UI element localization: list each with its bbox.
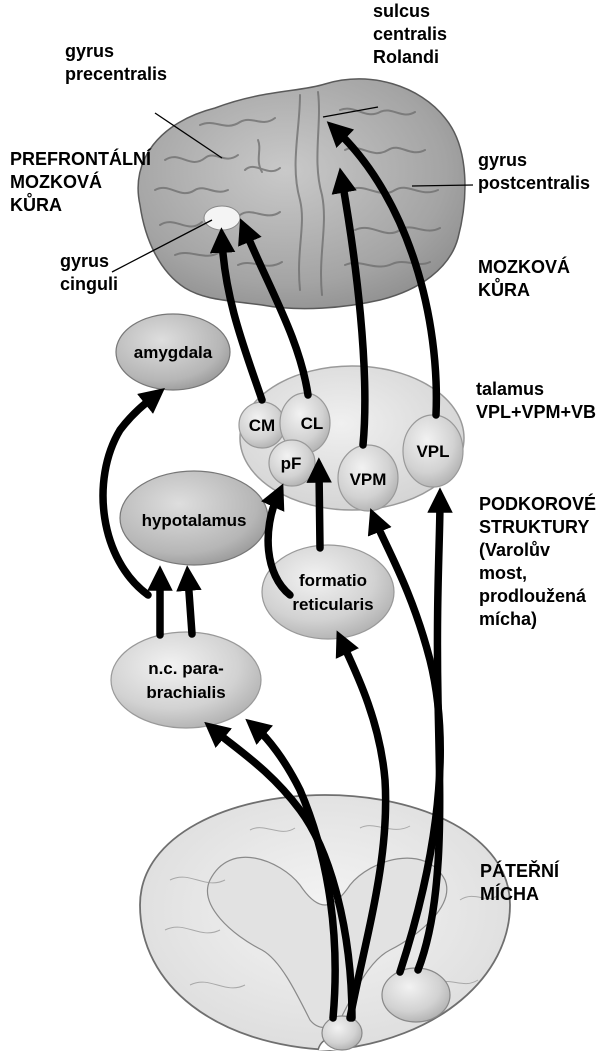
parabrachialis-label-2: brachialis <box>146 683 225 702</box>
label-sulcus-centralis: sulcus centralis Rolandi <box>373 0 447 69</box>
node-parabrachialis: n.c. para- brachialis <box>111 632 261 728</box>
node-vpl: VPL <box>403 415 463 487</box>
cord-node-right <box>382 968 450 1022</box>
amygdala-label: amygdala <box>134 343 213 362</box>
label-paterni-micha: PÁTEŘNÍ MÍCHA <box>480 860 559 906</box>
node-cm: CM <box>239 402 285 448</box>
parabrachialis-label-1: n.c. para- <box>148 659 224 678</box>
formatio-label-2: reticularis <box>292 595 373 614</box>
arrow-formatio-to-cl <box>319 470 320 548</box>
label-podkorove-struktury: PODKOROVÉ STRUKTURY (Varolův most, prodl… <box>479 493 602 631</box>
label-gyrus-precentralis: gyrus precentralis <box>65 40 167 86</box>
node-vpm: VPM <box>338 445 398 511</box>
label-prefrontal-cortex: PREFRONTÁLNÍ MOZKOVÁ KŮRA <box>10 148 151 217</box>
pf-label: pF <box>281 454 302 473</box>
node-pf: pF <box>269 440 315 486</box>
formatio-label-1: formatio <box>299 571 367 590</box>
label-talamus: talamus VPL+VPM+VB <box>476 378 596 424</box>
hypotalamus-label: hypotalamus <box>142 511 247 530</box>
arrow-parabrachialis-to-hypotalamus-2 <box>188 578 192 634</box>
cord-node-center <box>322 1016 362 1050</box>
node-hypotalamus: hypotalamus <box>120 471 268 565</box>
label-gyrus-cinguli: gyrus cinguli <box>60 250 118 296</box>
gyrus-cinguli-spot <box>204 206 240 230</box>
label-mozkova-kura: MOZKOVÁ KŮRA <box>478 256 570 302</box>
label-gyrus-postcentralis: gyrus postcentralis <box>478 149 590 195</box>
cm-label: CM <box>249 416 275 435</box>
vpm-label: VPM <box>350 470 387 489</box>
vpl-label: VPL <box>416 442 449 461</box>
node-amygdala: amygdala <box>116 314 230 390</box>
cl-label: CL <box>301 414 324 433</box>
spinal-cord <box>140 795 510 1050</box>
